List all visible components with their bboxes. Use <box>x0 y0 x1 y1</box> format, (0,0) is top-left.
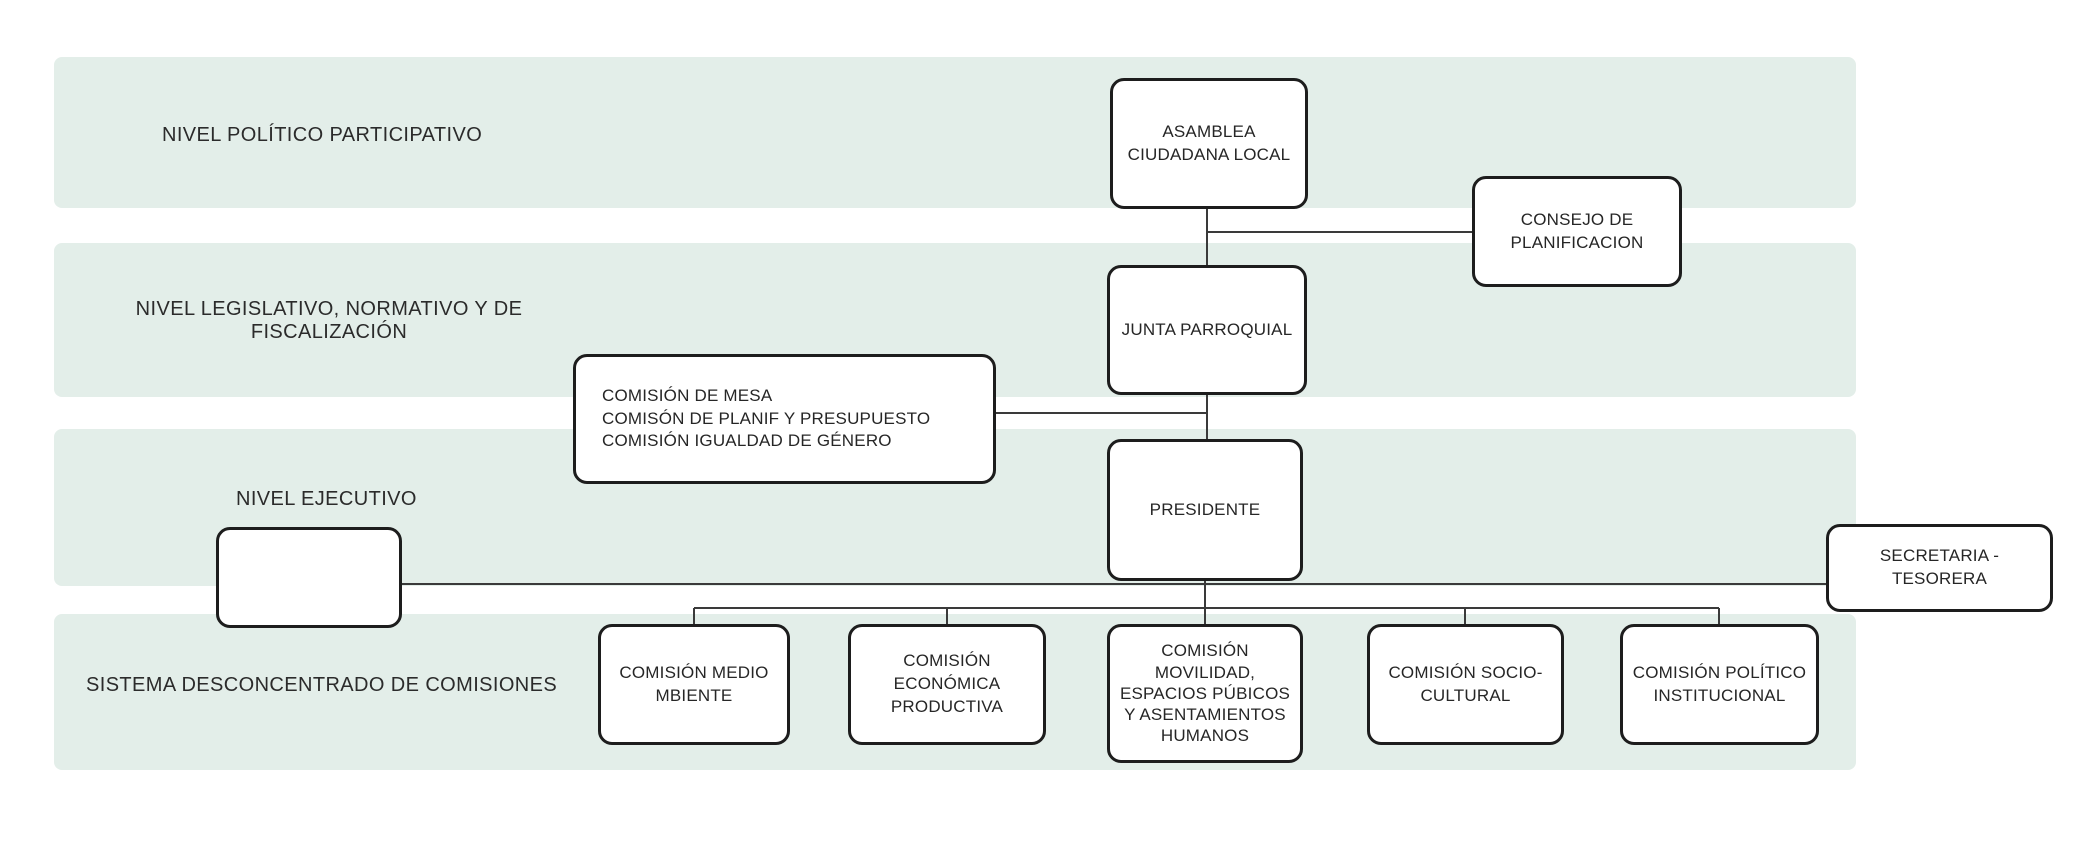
node-consejo-label: CONSEJO DE PLANIFICACION <box>1510 209 1644 252</box>
node-comision-medio-ambiente-label: COMISIÓN MEDIO MBIENTE <box>619 662 769 705</box>
node-junta-parroquial: JUNTA PARROQUIAL <box>1107 265 1307 395</box>
node-comision-politico-institucional: COMISIÓN POLÍTICO INSTITUCIONAL <box>1620 624 1819 745</box>
node-asamblea-ciudadana: ASAMBLEA CIUDADANA LOCAL <box>1110 78 1308 209</box>
node-secretaria-tesorera: SECRETARIA - TESORERA <box>1826 524 2053 612</box>
node-empty <box>216 527 402 628</box>
node-junta-label: JUNTA PARROQUIAL <box>1121 319 1293 339</box>
level-label-comisiones: SISTEMA DESCONCENTRADO DE COMISIONES <box>86 674 558 696</box>
node-secretaria-label: SECRETARIA - TESORERA <box>1879 546 2000 588</box>
level-label-politico: NIVEL POLÍTICO PARTICIPATIVO <box>162 124 483 146</box>
node-comision-socio-cultural-label: COMISIÓN SOCIO- CULTURAL <box>1388 662 1543 705</box>
node-presidente: PRESIDENTE <box>1107 439 1303 581</box>
node-consejo-planificacion: CONSEJO DE PLANIFICACION <box>1472 176 1682 287</box>
node-comisiones-junta: COMISIÓN DE MESA COMISÓN DE PLANIF Y PRE… <box>573 354 996 484</box>
node-comision-socio-cultural: COMISIÓN SOCIO- CULTURAL <box>1367 624 1564 745</box>
node-comision-movilidad: COMISIÓN MOVILIDAD, ESPACIOS PÚBICOS Y A… <box>1107 624 1303 763</box>
node-comision-politico-label: COMISIÓN POLÍTICO INSTITUCIONAL <box>1632 662 1807 705</box>
node-comision-medio-ambiente: COMISIÓN MEDIO MBIENTE <box>598 624 790 745</box>
level-label-legislativo: NIVEL LEGISLATIVO, NORMATIVO Y DE FISCAL… <box>135 298 523 343</box>
node-presidente-label: PRESIDENTE <box>1149 499 1261 519</box>
node-comisiones-junta-label: COMISIÓN DE MESA COMISÓN DE PLANIF Y PRE… <box>602 385 931 451</box>
node-comision-economica: COMISIÓN ECONÓMICA PRODUCTIVA <box>848 624 1046 745</box>
node-comision-movilidad-label: COMISIÓN MOVILIDAD, ESPACIOS PÚBICOS Y A… <box>1119 641 1291 746</box>
node-asamblea-label: ASAMBLEA CIUDADANA LOCAL <box>1127 121 1291 164</box>
level-label-ejecutivo: NIVEL EJECUTIVO <box>236 488 417 510</box>
node-comision-economica-label: COMISIÓN ECONÓMICA PRODUCTIVA <box>890 651 1004 716</box>
